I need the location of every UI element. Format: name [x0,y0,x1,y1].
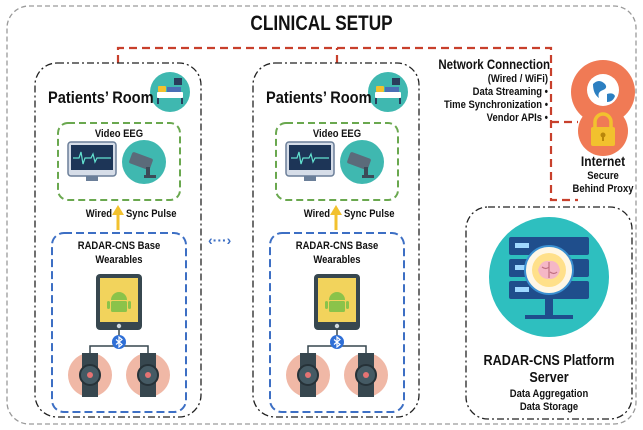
room-2-wearables-label-line2: Wearables [313,254,361,266]
smartwatch-icon [286,353,330,397]
internet-proxy-label: Behind Proxy [572,183,634,195]
room-2-video-eeg-label: Video EEG [312,128,362,140]
video-eeg-box-1 [57,122,181,201]
bluetooth-icon [330,335,344,349]
room-1-video-eeg-label: Video EEG [94,128,144,140]
sync-arrow-1 [112,205,124,230]
network-connection-line [116,46,578,202]
android-tablet-icon [314,274,360,330]
hospital-bed-icon [368,72,408,112]
camera-icon [340,140,384,184]
room-1-wearables-label-line1: RADAR-CNS Base [77,240,161,252]
android-tablet-icon [96,274,142,330]
network-item-data-streaming: Data Streaming • [472,86,548,98]
server-title-line2: Server [529,369,569,386]
video-eeg-box-2 [275,122,399,201]
smartwatch-icon [344,353,388,397]
smartwatch-icon [126,353,170,397]
sync-arrow-2 [330,205,342,230]
bluetooth-icon [112,335,126,349]
room-1-title: Patients’ Room [48,88,154,107]
room-1-wearables-label-line2: Wearables [95,254,143,266]
room-1-wired-label: Wired [85,208,112,220]
smartwatch-icon [68,353,112,397]
room-2-wearables-label-line1: RADAR-CNS Base [295,240,379,252]
clinical-setup-frame [6,5,637,425]
patients-room-2-frame [252,62,420,418]
camera-icon [122,140,166,184]
wearables-box-2 [269,232,405,413]
room-1-sync-pulse-label: Sync Pulse [126,208,177,220]
rooms-ellipsis-connector: ‹···› [208,232,232,248]
network-item-wired-wifi: (Wired / WiFi) [487,73,548,85]
patients-room-1-frame [34,62,202,418]
eeg-monitor-icon [67,141,117,181]
room-2-title: Patients’ Room [266,88,372,107]
hospital-bed-icon [150,72,190,112]
network-connection-title: Network Connection [438,56,550,72]
network-item-vendor-apis: Vendor APIs • [486,112,548,124]
room-2-wired-label: Wired [303,208,330,220]
internet-secure-label: Secure [587,170,619,182]
server-frame [465,206,633,420]
server-item-storage: Data Storage [519,401,579,413]
internet-title: Internet [580,153,626,169]
server-title-line1: RADAR-CNS Platform [483,352,615,369]
server-item-aggregation: Data Aggregation [509,388,589,400]
padlock-icon [578,106,628,156]
eeg-monitor-icon [285,141,335,181]
room-2-sync-pulse-label: Sync Pulse [344,208,395,220]
network-item-time-sync: Time Synchronization • [443,99,548,111]
brain-icon [524,245,574,295]
page-title: CLINICAL SETUP [250,12,393,35]
globe-icon [571,60,635,124]
wearables-box-1 [51,232,187,413]
